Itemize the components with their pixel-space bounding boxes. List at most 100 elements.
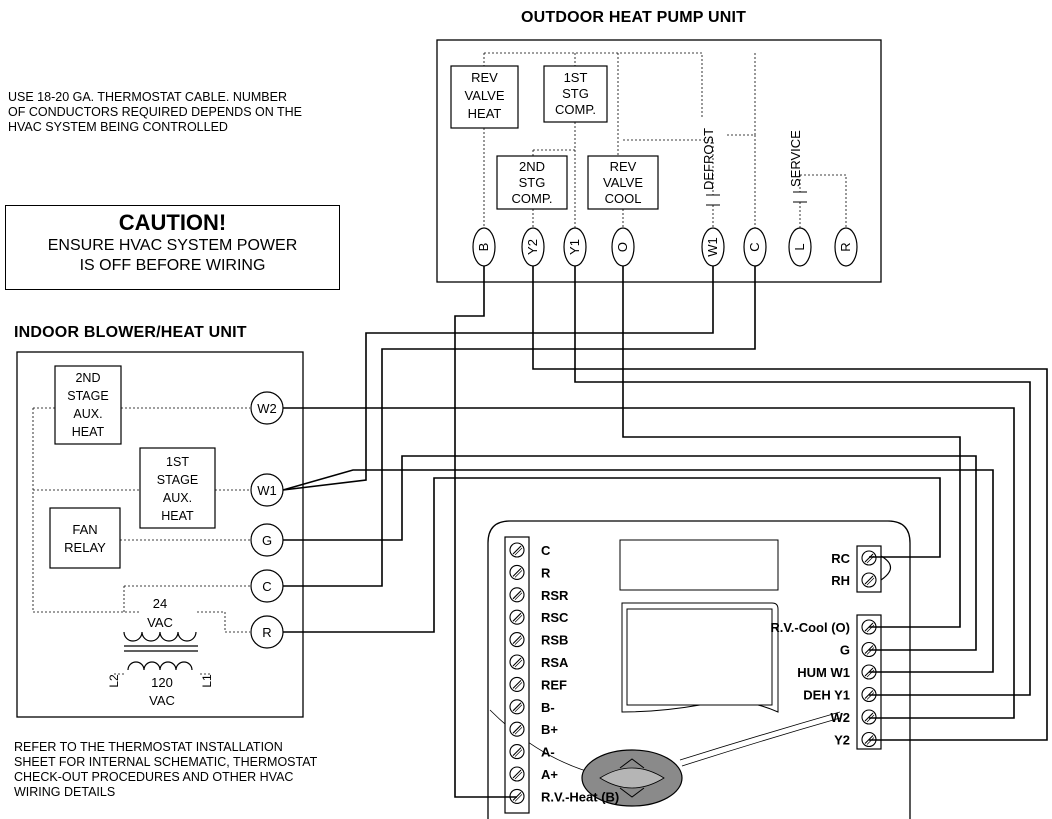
outdoor-terminal-y1[interactable]: Y1: [563, 227, 587, 267]
outdoor-component-box: 1ST STG COMP.: [543, 65, 608, 123]
indoor-terminal-r[interactable]: R: [250, 615, 284, 649]
left-terminal-screw[interactable]: [509, 654, 525, 670]
box-text: COMP.: [512, 191, 553, 206]
left-terminal-screw[interactable]: [509, 542, 525, 558]
right-terminal-label: HUM W1: [797, 665, 850, 680]
left-terminal-label: RSR: [541, 588, 569, 603]
transformer-primary-text: VAC: [149, 693, 175, 708]
thermostat-outline: [487, 520, 911, 819]
left-terminal-label: R.V.-Heat (B): [541, 789, 619, 804]
transformer-secondary-text: VAC: [147, 615, 173, 630]
outdoor-terminal-r[interactable]: R: [834, 227, 858, 267]
indoor-terminal-w2[interactable]: W2: [250, 391, 284, 425]
rc-rh-terminal-screw[interactable]: [861, 550, 877, 566]
outdoor-unit-title: OUTDOOR HEAT PUMP UNIT: [521, 9, 747, 26]
transformer-primary-text: 120: [151, 675, 173, 690]
outdoor-internal-wiring: [483, 52, 847, 228]
box-text: AUX.: [73, 407, 102, 421]
left-terminal-label: A+: [541, 767, 558, 782]
left-terminal-screw[interactable]: [509, 632, 525, 648]
box-text: HEAT: [468, 106, 502, 121]
left-terminal-screw[interactable]: [509, 744, 525, 760]
rc-rh-terminal-label: RC: [831, 551, 850, 566]
left-terminal-screw[interactable]: [509, 721, 525, 737]
box-text: FAN: [72, 522, 97, 537]
box-text: 1ST: [564, 70, 588, 85]
box-text: STG: [562, 86, 589, 101]
left-terminal-screw[interactable]: [509, 587, 525, 603]
wire-y2-to-y2: [532, 266, 1048, 741]
terminal-label: B: [476, 243, 491, 252]
rc-rh-terminal-screw[interactable]: [861, 572, 877, 588]
cable-note-line: OF CONDUCTORS REQUIRED DEPENDS ON THE: [8, 105, 303, 119]
refer-note-line: SHEET FOR INTERNAL SCHEMATIC, THERMOSTAT: [14, 755, 318, 769]
right-terminal-label: R.V.-Cool (O): [770, 620, 850, 635]
terminal-label: C: [262, 579, 271, 594]
outdoor-terminal-c[interactable]: C: [743, 227, 767, 267]
left-terminal-screw[interactable]: [509, 564, 525, 580]
box-text: COMP.: [555, 102, 596, 117]
outdoor-unit-box: [436, 39, 882, 283]
defrost-label: DEFROST: [701, 128, 716, 190]
box-text: VALVE: [603, 175, 643, 190]
left-terminal-label: REF: [541, 677, 567, 692]
box-text: RELAY: [64, 540, 106, 555]
left-terminal-screw[interactable]: [509, 699, 525, 715]
box-text: 1ST: [166, 455, 189, 469]
left-terminal-screw[interactable]: [509, 609, 525, 625]
refer-note-line: WIRING DETAILS: [14, 785, 116, 799]
switch-symbols: [706, 191, 807, 206]
outdoor-terminal-b[interactable]: B: [472, 227, 496, 267]
box-text: COOL: [605, 191, 642, 206]
wire-w2-to-w2: [283, 407, 1015, 719]
l1-label: L1: [200, 674, 214, 688]
caution-line: ENSURE HVAC SYSTEM POWER: [47, 237, 298, 254]
left-terminal-screw[interactable]: [509, 676, 525, 692]
left-terminal-label: RSA: [541, 655, 569, 670]
indoor-internal-wiring: [32, 407, 250, 675]
right-terminal-label: DEH Y1: [803, 688, 850, 703]
cable-note-line: HVAC SYSTEM BEING CONTROLLED: [8, 120, 228, 134]
terminal-label: R: [838, 242, 853, 251]
outdoor-terminal-l[interactable]: L: [788, 227, 812, 267]
wire-y1-to-deh-y1: [574, 266, 1031, 696]
indoor-unit-box: [16, 351, 304, 718]
box-text: VALVE: [465, 88, 505, 103]
wire-outdoor-c-to-indoor-c: [283, 266, 756, 587]
indoor-terminal-g[interactable]: G: [250, 523, 284, 557]
left-terminal-screw[interactable]: [509, 766, 525, 782]
box-text: HEAT: [72, 425, 105, 439]
box-text: HEAT: [161, 509, 194, 523]
wire-g-to-g: [283, 455, 977, 651]
thermostat: [487, 520, 911, 819]
thermostat-up-down-button[interactable]: [581, 749, 683, 807]
refer-note-line: REFER TO THE THERMOSTAT INSTALLATION: [14, 740, 283, 754]
indoor-component-box: FAN RELAY: [49, 507, 121, 569]
arrow-up-icon: [619, 758, 645, 769]
caution-box: CAUTION! ENSURE HVAC SYSTEM POWER IS OFF…: [5, 205, 340, 290]
indoor-component-box: 1ST STAGE AUX. HEAT: [139, 447, 216, 529]
right-terminal-label: W2: [831, 710, 851, 725]
right-terminal-label: G: [840, 643, 850, 658]
indoor-terminal-w1[interactable]: W1: [250, 473, 284, 507]
terminal-label: L: [792, 243, 807, 250]
outdoor-terminal-y2[interactable]: Y2: [521, 227, 545, 267]
left-terminal-label: B+: [541, 722, 558, 737]
left-terminal-label: A-: [541, 745, 555, 760]
outdoor-terminal-o[interactable]: O: [611, 227, 635, 267]
right-terminal-screw[interactable]: [861, 709, 877, 725]
box-text: AUX.: [163, 491, 192, 505]
wire-b-to-rv-heat: [454, 266, 517, 798]
outdoor-component-box: REV VALVE HEAT: [450, 65, 519, 129]
transformer: 24 VAC 120 VAC L2 L1: [107, 596, 214, 708]
outdoor-terminal-w1[interactable]: W1: [701, 227, 725, 267]
indoor-terminal-c[interactable]: C: [250, 569, 284, 603]
wire-o-to-rv-cool: [622, 266, 961, 628]
box-text: STG: [519, 175, 546, 190]
thermostat-display-window: [619, 539, 779, 591]
terminal-label: W1: [257, 483, 277, 498]
thermostat-lcd: [626, 608, 773, 706]
field-wiring: [282, 266, 1048, 798]
